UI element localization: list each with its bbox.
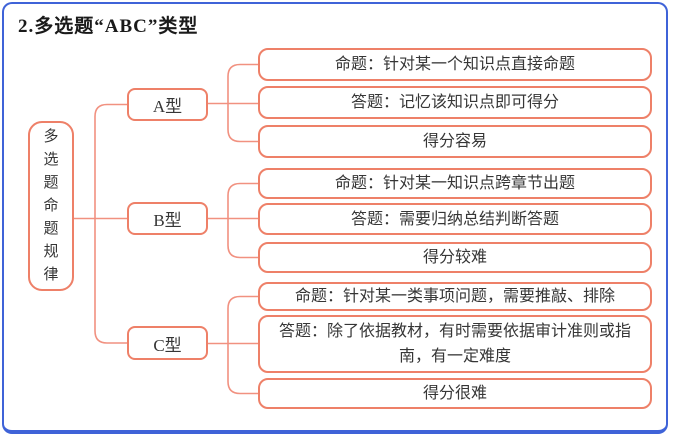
root-node-label: 多选题命题规律 — [43, 128, 59, 283]
branch-node-c: C型 — [127, 326, 208, 360]
leaf-node-a3: 得分容易 — [258, 125, 652, 158]
leaf-node-a1: 命题：针对某一个知识点直接命题 — [258, 48, 652, 81]
leaf-node-a3-label: 得分容易 — [422, 133, 487, 150]
leaf-node-a2-label: 答题：记忆该知识点即可得分 — [350, 94, 559, 111]
leaf-node-c1: 命题：针对某一类事项问题，需要推敲、排除 — [258, 282, 652, 311]
connector-a-top — [227, 63, 258, 104]
leaf-node-a2: 答题：记忆该知识点即可得分 — [258, 86, 652, 119]
connector-root-a — [94, 103, 127, 219]
leaf-node-b3: 得分较难 — [258, 242, 652, 273]
leaf-node-b2: 答题：需要归纳总结判断答题 — [258, 203, 652, 235]
leaf-node-c3-label: 得分很难 — [422, 385, 487, 402]
connector-c-top — [227, 295, 258, 344]
leaf-node-b2-label: 答题：需要归纳总结判断答题 — [350, 210, 559, 228]
connector-a-bottom — [227, 103, 258, 143]
leaf-node-c2-label: 答题：除了依据教材，有时需要依据审计准则或指南，有一定难度 — [278, 323, 631, 365]
leaf-node-c2: 答题：除了依据教材，有时需要依据审计准则或指南，有一定难度 — [258, 315, 652, 373]
leaf-node-c3: 得分很难 — [258, 378, 652, 409]
connector-root-c — [94, 218, 127, 344]
branch-node-a: A型 — [127, 88, 208, 121]
page-title: 2.多选题“ABC”类型 — [18, 16, 199, 37]
connector-c-bottom — [227, 343, 258, 395]
leaf-node-b1-label: 命题：针对某一知识点跨章节出题 — [334, 175, 575, 192]
leaf-node-a1-label: 命题：针对某一个知识点直接命题 — [334, 56, 575, 73]
branch-node-a-label: A型 — [152, 97, 183, 116]
leaf-node-b3-label: 得分较难 — [422, 249, 487, 266]
leaf-node-c1-label: 命题：针对某一类事项问题，需要推敲、排除 — [294, 288, 615, 305]
connector-b-top — [227, 182, 258, 219]
connector-b-bottom — [227, 218, 258, 259]
root-node: 多选题命题规律 — [28, 121, 74, 291]
branch-node-b: B型 — [127, 202, 208, 235]
leaf-node-b1: 命题：针对某一知识点跨章节出题 — [258, 168, 652, 199]
branch-node-c-label: C型 — [153, 335, 182, 355]
branch-node-b-label: B型 — [153, 211, 182, 230]
